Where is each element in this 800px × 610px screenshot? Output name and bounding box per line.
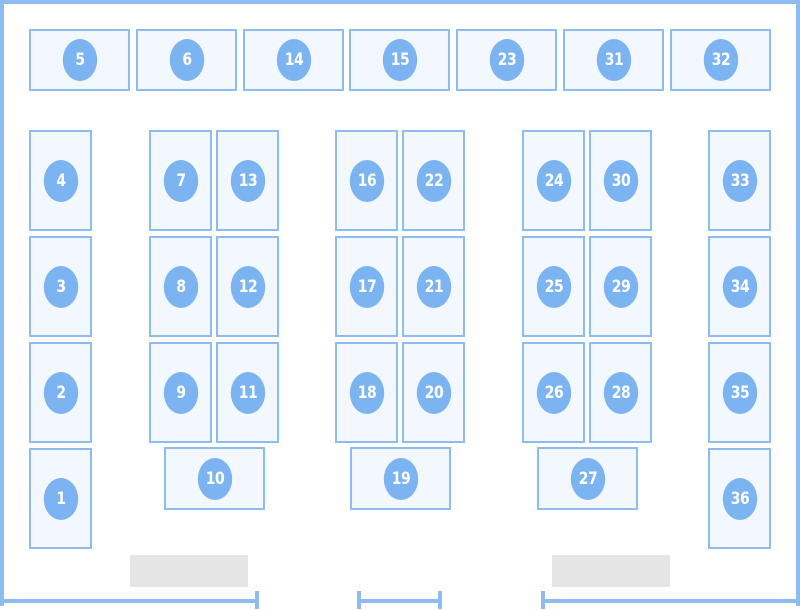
- booth-19[interactable]: 19: [350, 447, 451, 510]
- booth-number-badge: 31: [596, 39, 631, 81]
- booth-number-badge: 33: [722, 159, 757, 202]
- booth-number-badge: 26: [536, 371, 571, 414]
- booth-1[interactable]: 1: [29, 448, 92, 549]
- booth-17[interactable]: 17: [335, 236, 398, 337]
- booth-number-badge: 29: [603, 265, 638, 308]
- booth-number-badge: 3: [43, 265, 78, 308]
- booth-26[interactable]: 26: [522, 342, 585, 443]
- booth-number-badge: 1: [43, 477, 78, 520]
- wall-bottom-right: [542, 599, 800, 603]
- booth-number-badge: 35: [722, 371, 757, 414]
- booth-8[interactable]: 8: [149, 236, 212, 337]
- booth-16[interactable]: 16: [335, 130, 398, 231]
- booth-number-badge: 23: [489, 39, 524, 81]
- booth-number-badge: 25: [536, 265, 571, 308]
- door-frame-center-right: [438, 591, 442, 609]
- booth-11[interactable]: 11: [216, 342, 279, 443]
- booth-30[interactable]: 30: [589, 130, 652, 231]
- blocked-area-right: [552, 555, 670, 587]
- booth-10[interactable]: 10: [164, 447, 265, 510]
- door-frame-left: [255, 591, 259, 609]
- booth-number-badge: 34: [722, 265, 757, 308]
- door-frame-right: [541, 591, 545, 609]
- booth-2[interactable]: 2: [29, 342, 92, 443]
- booth-number-badge: 11: [230, 371, 265, 414]
- booth-number-badge: 18: [349, 371, 384, 414]
- booth-7[interactable]: 7: [149, 130, 212, 231]
- booth-34[interactable]: 34: [708, 236, 771, 337]
- booth-31[interactable]: 31: [563, 29, 664, 91]
- booth-number-badge: 22: [416, 159, 451, 202]
- booth-number-badge: 16: [349, 159, 384, 202]
- booth-32[interactable]: 32: [670, 29, 771, 91]
- blocked-area-left: [130, 555, 248, 587]
- booth-number-badge: 2: [43, 371, 78, 414]
- booth-29[interactable]: 29: [589, 236, 652, 337]
- booth-25[interactable]: 25: [522, 236, 585, 337]
- booth-number-badge: 6: [169, 39, 204, 81]
- booth-21[interactable]: 21: [402, 236, 465, 337]
- booth-5[interactable]: 5: [29, 29, 130, 91]
- booth-number-badge: 5: [62, 39, 97, 81]
- booth-number-badge: 21: [416, 265, 451, 308]
- booth-15[interactable]: 15: [349, 29, 450, 91]
- booth-number-badge: 32: [703, 39, 738, 81]
- booth-33[interactable]: 33: [708, 130, 771, 231]
- booth-23[interactable]: 23: [456, 29, 557, 91]
- booth-24[interactable]: 24: [522, 130, 585, 231]
- booth-9[interactable]: 9: [149, 342, 212, 443]
- door-frame-center-left: [357, 591, 361, 609]
- wall-bottom-left: [0, 599, 258, 603]
- booth-22[interactable]: 22: [402, 130, 465, 231]
- booth-number-badge: 24: [536, 159, 571, 202]
- booth-number-badge: 12: [230, 265, 265, 308]
- booth-number-badge: 28: [603, 371, 638, 414]
- booth-36[interactable]: 36: [708, 448, 771, 549]
- booth-number-badge: 9: [163, 371, 198, 414]
- booth-number-badge: 30: [603, 159, 638, 202]
- booth-6[interactable]: 6: [136, 29, 237, 91]
- booth-12[interactable]: 12: [216, 236, 279, 337]
- booth-number-badge: 7: [163, 159, 198, 202]
- booth-number-badge: 20: [416, 371, 451, 414]
- booth-27[interactable]: 27: [537, 447, 638, 510]
- wall-right: [796, 0, 800, 606]
- booth-number-badge: 19: [383, 457, 418, 500]
- booth-number-badge: 4: [43, 159, 78, 202]
- booth-18[interactable]: 18: [335, 342, 398, 443]
- booth-number-badge: 36: [722, 477, 757, 520]
- booth-35[interactable]: 35: [708, 342, 771, 443]
- wall-bottom-middle: [358, 599, 442, 603]
- booth-number-badge: 8: [163, 265, 198, 308]
- booth-number-badge: 14: [276, 39, 311, 81]
- wall-top: [0, 0, 800, 4]
- booth-28[interactable]: 28: [589, 342, 652, 443]
- booth-4[interactable]: 4: [29, 130, 92, 231]
- booth-13[interactable]: 13: [216, 130, 279, 231]
- booth-number-badge: 13: [230, 159, 265, 202]
- booth-number-badge: 10: [197, 457, 232, 500]
- booth-number-badge: 15: [382, 39, 417, 81]
- wall-left: [0, 0, 4, 606]
- booth-20[interactable]: 20: [402, 342, 465, 443]
- booth-14[interactable]: 14: [243, 29, 344, 91]
- booth-number-badge: 27: [570, 457, 605, 500]
- booth-number-badge: 17: [349, 265, 384, 308]
- booth-3[interactable]: 3: [29, 236, 92, 337]
